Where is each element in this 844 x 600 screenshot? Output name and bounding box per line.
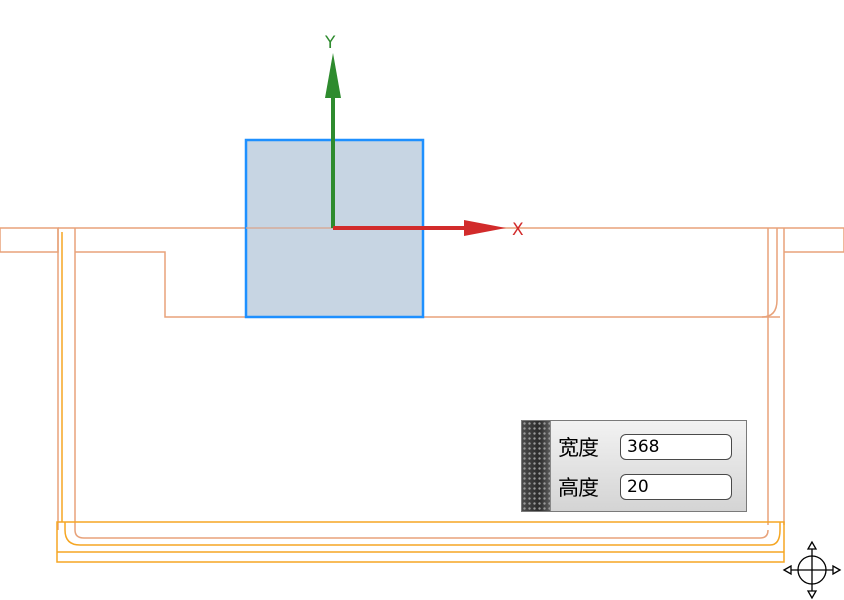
- bottom-plate-inner-curve: [64, 522, 781, 546]
- x-axis-arrowhead: [464, 220, 506, 236]
- part-top-outline: [0, 227, 59, 253]
- part-notch: [75, 251, 780, 318]
- height-row: 高度: [558, 471, 732, 503]
- y-axis-arrowhead: [325, 53, 341, 98]
- bottom-plate-rect: [56, 521, 785, 563]
- height-label: 高度: [558, 476, 599, 500]
- height-input[interactable]: [620, 474, 732, 500]
- width-row: 宽度: [558, 431, 732, 463]
- part-right-curve: [761, 228, 778, 318]
- part-profile: [0, 227, 844, 539]
- x-axis[interactable]: [333, 220, 506, 236]
- width-input[interactable]: [620, 434, 732, 460]
- panel-drag-handle[interactable]: [522, 421, 551, 511]
- bottom-plate: [56, 232, 785, 563]
- y-axis-label: Y: [324, 33, 336, 53]
- x-axis-label: X: [512, 220, 524, 240]
- part-inner-bottom: [74, 529, 769, 539]
- dimension-input-panel: 宽度 高度: [521, 420, 747, 512]
- y-axis[interactable]: [325, 53, 341, 228]
- move-crosshair-icon: [782, 540, 842, 600]
- part-right-tab: [784, 227, 844, 253]
- width-label: 宽度: [558, 436, 599, 460]
